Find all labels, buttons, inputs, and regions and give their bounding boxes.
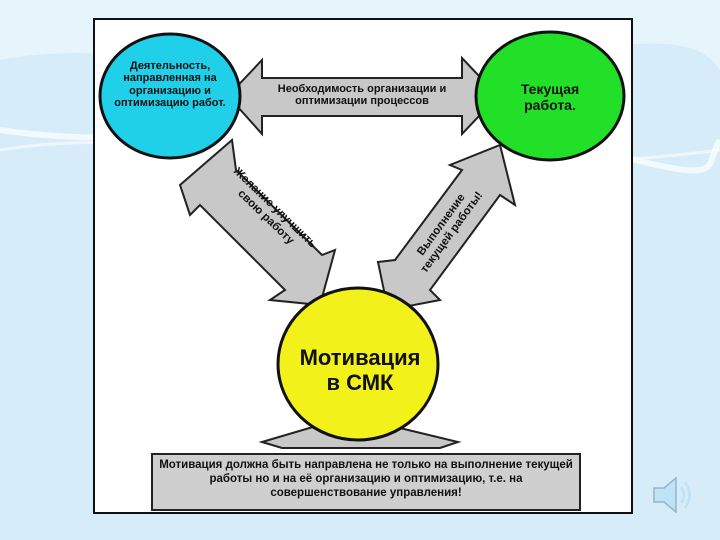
speaker-icon[interactable] — [648, 470, 698, 520]
circle-motivation-label: Мотивация в СМК — [299, 345, 421, 395]
right-arrow — [376, 143, 517, 312]
bottom-box-text: Мотивация должна быть направлена не толь… — [159, 459, 573, 499]
circle-current-work-label: Текущая работа. — [520, 81, 580, 113]
bottom-text-box — [151, 453, 581, 511]
left-arrow — [178, 138, 337, 307]
circle-activity — [98, 32, 242, 160]
circle-motivation — [276, 286, 440, 442]
circle-current-work — [474, 30, 626, 162]
arrow-top-label: Необходимость организации и оптимизации … — [277, 83, 447, 108]
circle-activity-label: Деятельность, направленная на организаци… — [114, 60, 226, 109]
